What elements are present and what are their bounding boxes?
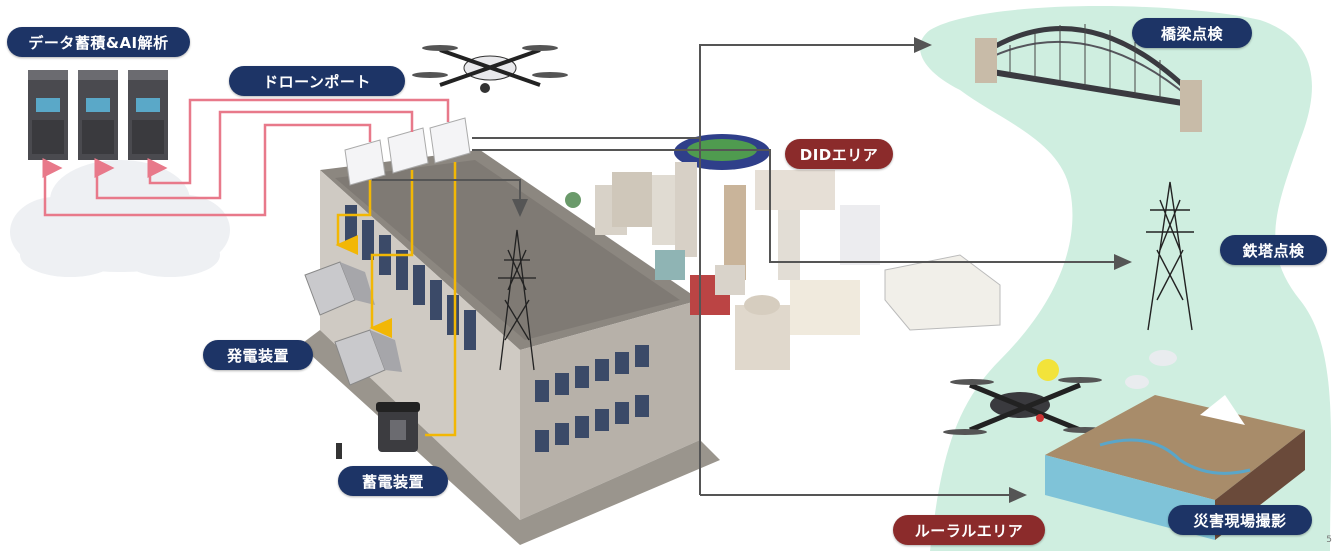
server-rack-icon <box>28 70 68 160</box>
page-number: 5 <box>1326 535 1332 545</box>
data-link-lines <box>42 98 450 217</box>
did-area-label: DIDエリア <box>785 139 893 169</box>
steel-tower-icon <box>1146 181 1194 331</box>
sun-icon <box>1037 359 1059 381</box>
drone-port-icon <box>344 117 471 186</box>
drone-port-label: ドローンポート <box>229 66 405 96</box>
battery-icon <box>336 402 420 459</box>
building-illustration <box>300 150 720 545</box>
server-rack-icon <box>78 70 118 160</box>
power-link-lines <box>335 162 457 437</box>
power-generation-label: 発電装置 <box>203 340 313 370</box>
data-storage-label: データ蓄積&AI解析 <box>7 27 190 57</box>
power-storage-label: 蓄電装置 <box>338 466 448 496</box>
power-tower-icon <box>498 229 536 371</box>
city-buildings-illustration <box>565 134 1001 370</box>
bridge-inspection-label: 橋梁点検 <box>1132 18 1252 48</box>
generator-icon <box>334 329 402 386</box>
bridge-icon <box>975 24 1202 132</box>
rain-cloud-icon <box>1125 350 1177 389</box>
tower-inspection-label: 鉄塔点検 <box>1220 235 1327 265</box>
server-rack-icon <box>128 70 168 160</box>
disaster-photography-label: 災害現場撮影 <box>1168 505 1312 535</box>
flight-route-arrows <box>372 37 1132 503</box>
cloud-shape <box>10 160 230 277</box>
rural-area-label: ルーラルエリア <box>893 515 1045 545</box>
drone-icon <box>412 45 568 93</box>
disaster-drone-icon <box>943 377 1107 435</box>
generator-icon <box>304 261 375 316</box>
